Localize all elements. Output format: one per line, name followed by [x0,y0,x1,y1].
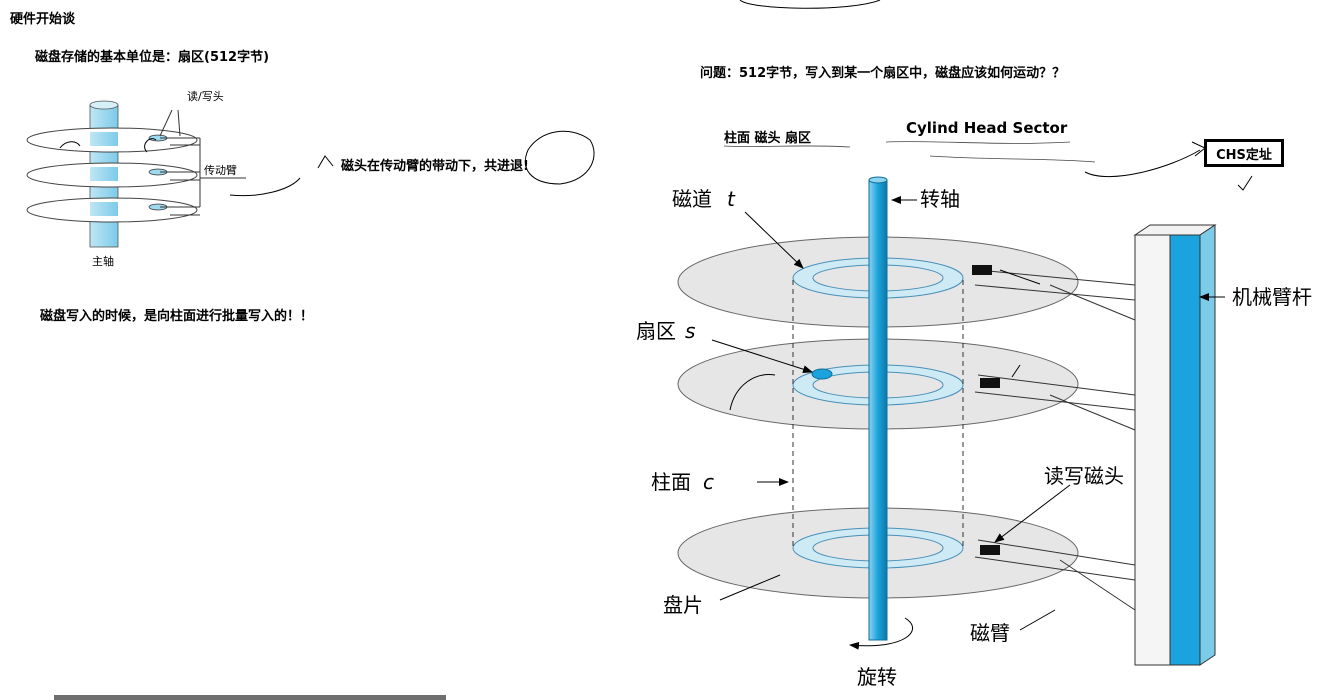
track-label: 磁道 [672,187,712,211]
small-spindle-label: 主轴 [92,254,114,268]
handwritten-curve [230,178,300,196]
platter-label: 盘片 [663,593,703,617]
cylinder-var: c [703,470,714,494]
rotation-label: 旋转 [857,665,897,689]
big-disk-diagram: 磁道 t 转轴 扇区 s 机械臂杆 柱面 c 读写磁头 盘片 磁臂 旋转 [636,177,1312,689]
sector-label: 扇区 [636,319,676,343]
small-rw-head-label: 读/写头 [187,89,224,103]
arm-label: 磁臂 [970,621,1010,645]
cylinder-label: 柱面 [651,470,691,494]
rw-head-label: 读写磁头 [1044,464,1124,488]
small-disk-diagram: 读/写头 传动臂 主轴 [27,89,594,268]
arm-rod-label: 机械臂杆 [1232,285,1312,309]
small-arm-label: 传动臂 [204,164,237,177]
sector-var: s [685,319,695,343]
handwritten-circle [525,131,594,184]
track-var: t [727,187,736,211]
spindle-label: 转轴 [920,187,960,211]
